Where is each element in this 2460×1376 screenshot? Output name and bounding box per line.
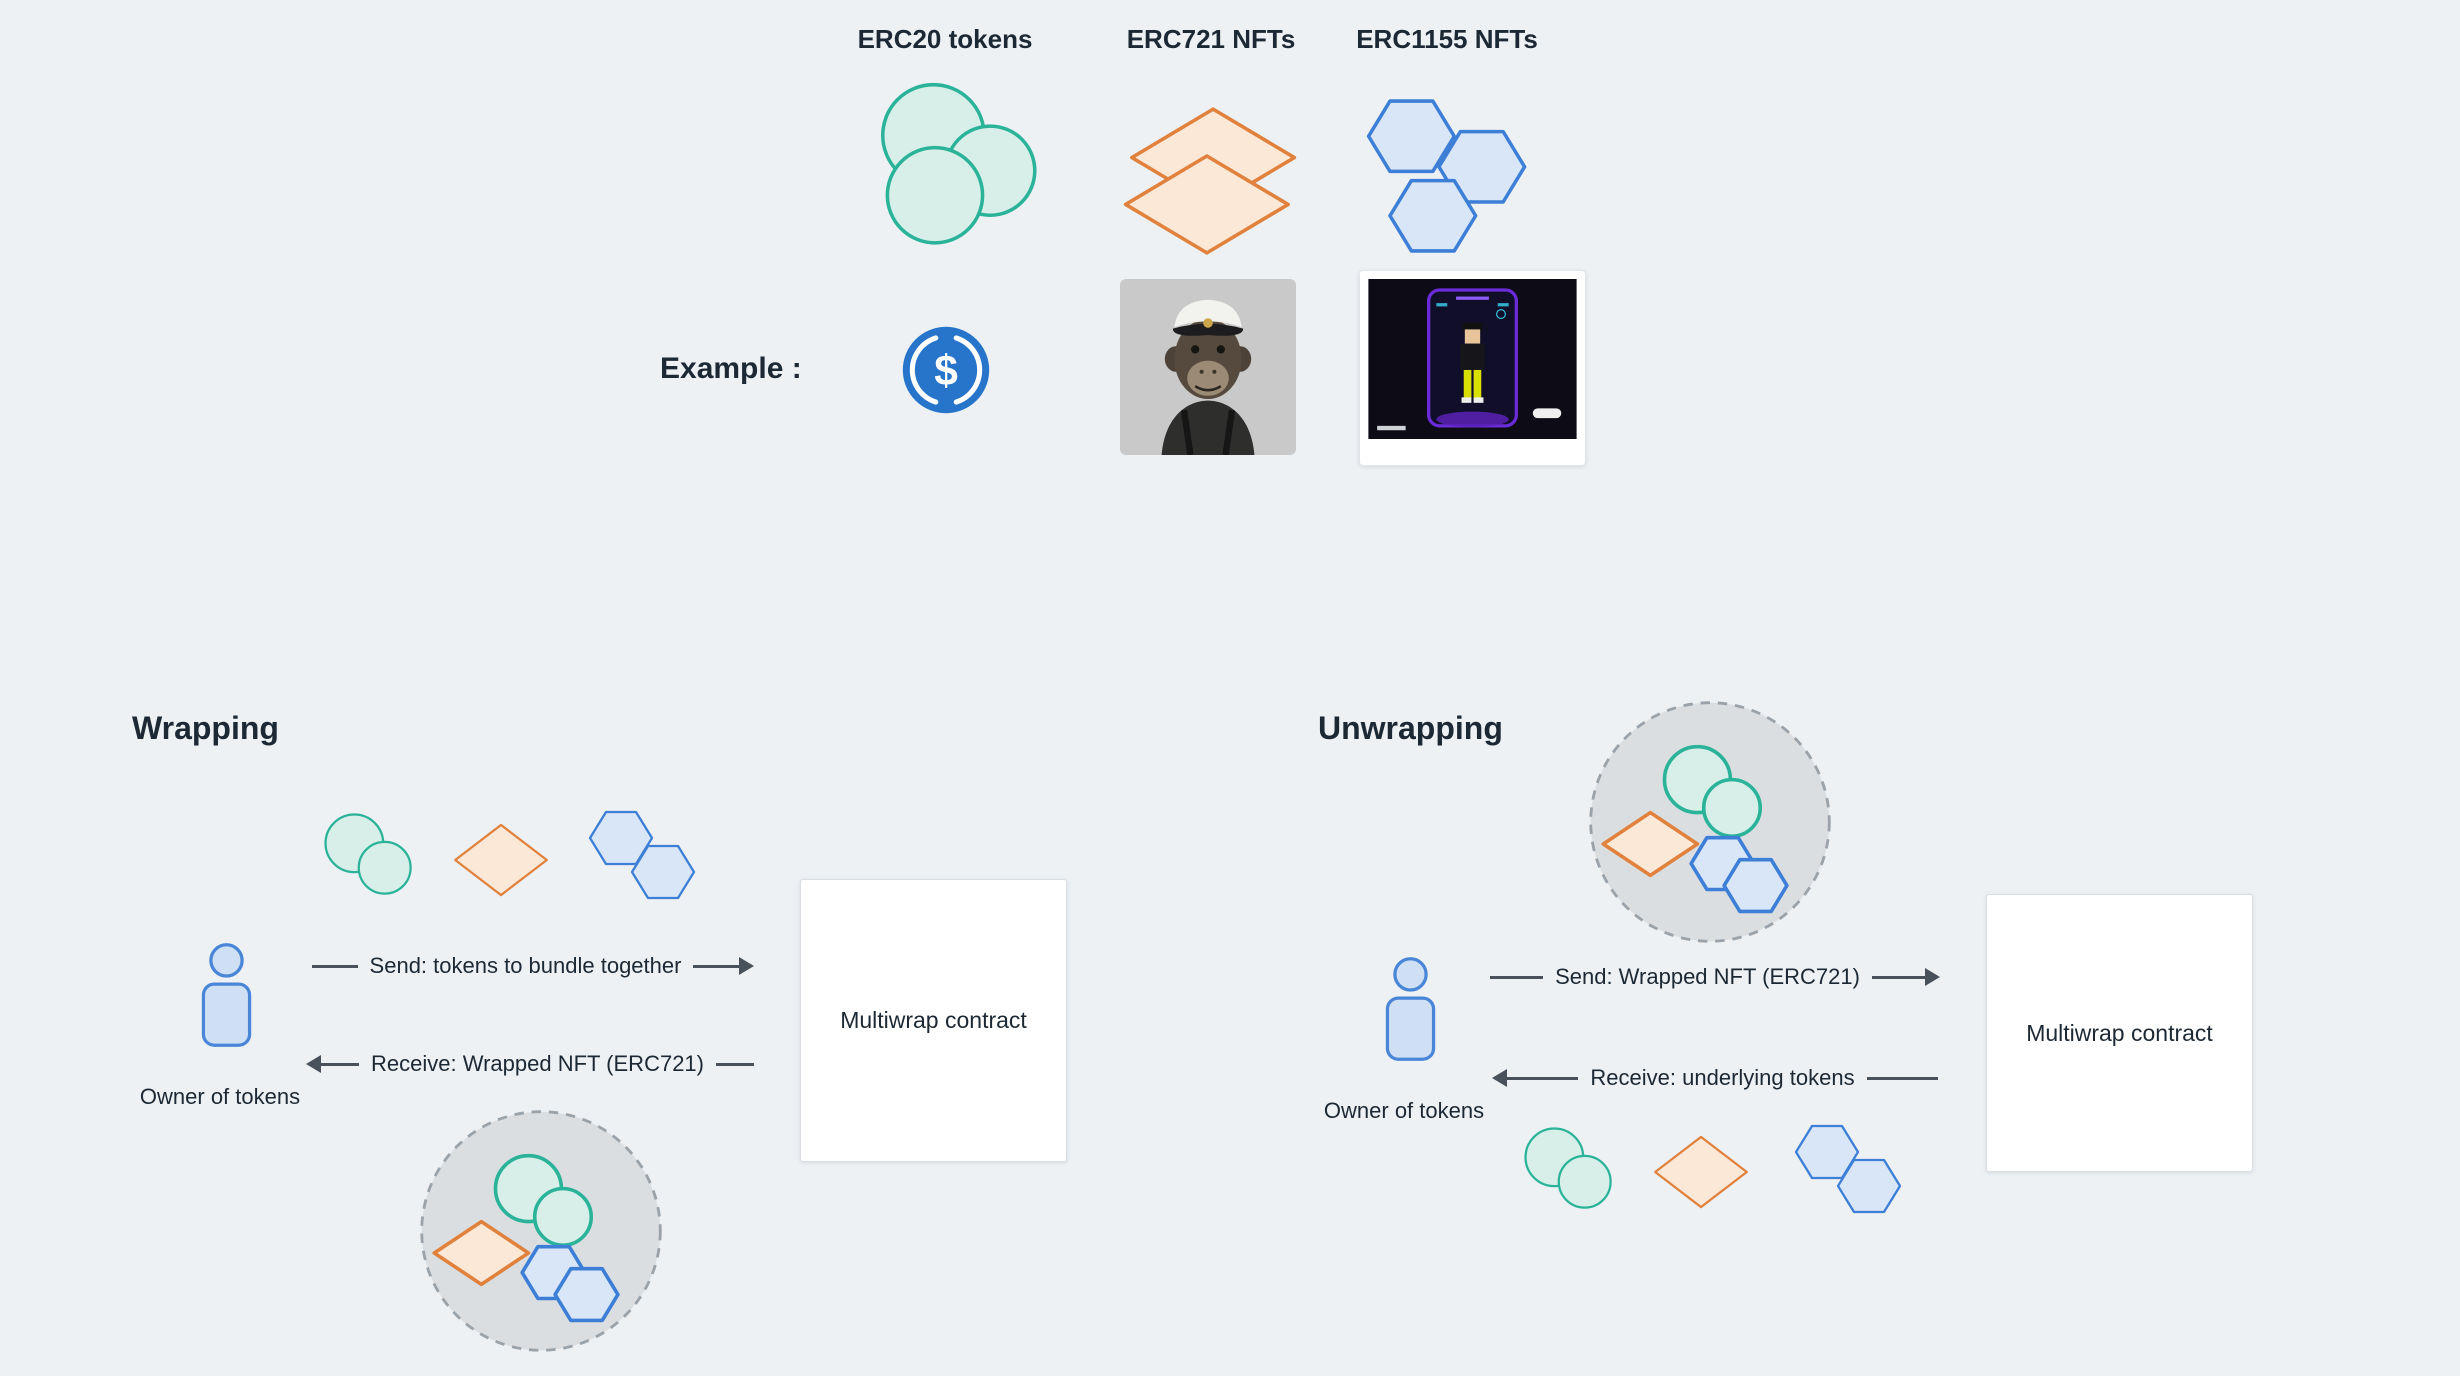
unwrapping-send-label: Send: Wrapped NFT (ERC721) <box>1555 964 1860 989</box>
erc1155-nfts-label: ERC1155 NFTs <box>1356 24 1538 54</box>
unwrapping-receive-label: Receive: underlying tokens <box>1590 1065 1855 1090</box>
pixel-nft-example-card <box>1359 270 1586 466</box>
wrapping-contract-label: Multiwrap contract <box>840 1007 1027 1033</box>
wrapping-erc721-diamond-icon <box>452 822 550 898</box>
erc20-tokens-label: ERC20 tokens <box>857 24 1033 54</box>
svg-text:$: $ <box>934 347 958 394</box>
unwrapping-erc721-diamond-icon <box>1652 1134 1750 1210</box>
unwrapping-owner-label: Owner of tokens <box>1323 1098 1485 1123</box>
wrapping-bundle-icon <box>417 1107 665 1355</box>
unwrapping-owner-person-icon <box>1382 956 1439 1062</box>
arrow-line <box>1490 975 1544 979</box>
arrowhead-left-icon <box>306 1055 321 1073</box>
unwrapping-contract-label: Multiwrap contract <box>2026 1019 2213 1046</box>
wrapping-erc1155-pair-icon <box>588 810 696 902</box>
wrapping-erc20-pair-icon <box>322 812 420 900</box>
unwrapping-erc20-pair-icon <box>1522 1126 1620 1214</box>
unwrapping-receive-arrow: Receive: underlying tokens <box>1492 1060 1938 1096</box>
bored-ape-example-image <box>1120 279 1296 455</box>
arrow-line <box>693 964 739 968</box>
pixel-nft-illustration <box>1368 279 1577 439</box>
erc1155-nfts-icon <box>1356 98 1528 254</box>
erc721-nfts-icon <box>1119 106 1301 256</box>
bored-ape-illustration <box>1120 279 1296 455</box>
unwrapping-multiwrap-contract-box: Multiwrap contract <box>1986 894 2253 1172</box>
wrapping-send-label: Send: tokens to bundle together <box>369 953 682 978</box>
wrapping-title: Wrapping <box>132 710 279 746</box>
arrowhead-left-icon <box>1492 1069 1507 1087</box>
wrapping-send-arrow: Send: tokens to bundle together <box>312 948 754 984</box>
unwrapping-title: Unwrapping <box>1318 710 1503 746</box>
erc721-nfts-label: ERC721 NFTs <box>1126 24 1296 54</box>
wrapping-receive-arrow: Receive: Wrapped NFT (ERC721) <box>306 1046 755 1082</box>
example-label: Example : <box>660 352 802 385</box>
unwrapping-erc1155-pair-icon <box>1794 1124 1902 1216</box>
wrapping-owner-label: Owner of tokens <box>139 1084 301 1109</box>
erc20-tokens-icon <box>872 80 1044 246</box>
arrow-line <box>1866 1076 1938 1080</box>
wrapping-multiwrap-contract-box: Multiwrap contract <box>800 879 1067 1162</box>
arrowhead-right-icon <box>1925 968 1940 986</box>
wrapping-owner-person-icon <box>198 942 255 1048</box>
arrow-line <box>321 1062 360 1066</box>
unwrapping-bundle-icon <box>1586 698 1834 946</box>
unwrapping-send-arrow: Send: Wrapped NFT (ERC721) <box>1490 959 1940 995</box>
usdc-coin-icon: $ <box>902 326 990 414</box>
wrapping-receive-label: Receive: Wrapped NFT (ERC721) <box>371 1051 704 1076</box>
arrow-line <box>716 1062 755 1066</box>
arrowhead-right-icon <box>739 957 754 975</box>
arrow-line <box>1507 1076 1579 1080</box>
arrow-line <box>312 964 358 968</box>
arrow-line <box>1871 975 1925 979</box>
